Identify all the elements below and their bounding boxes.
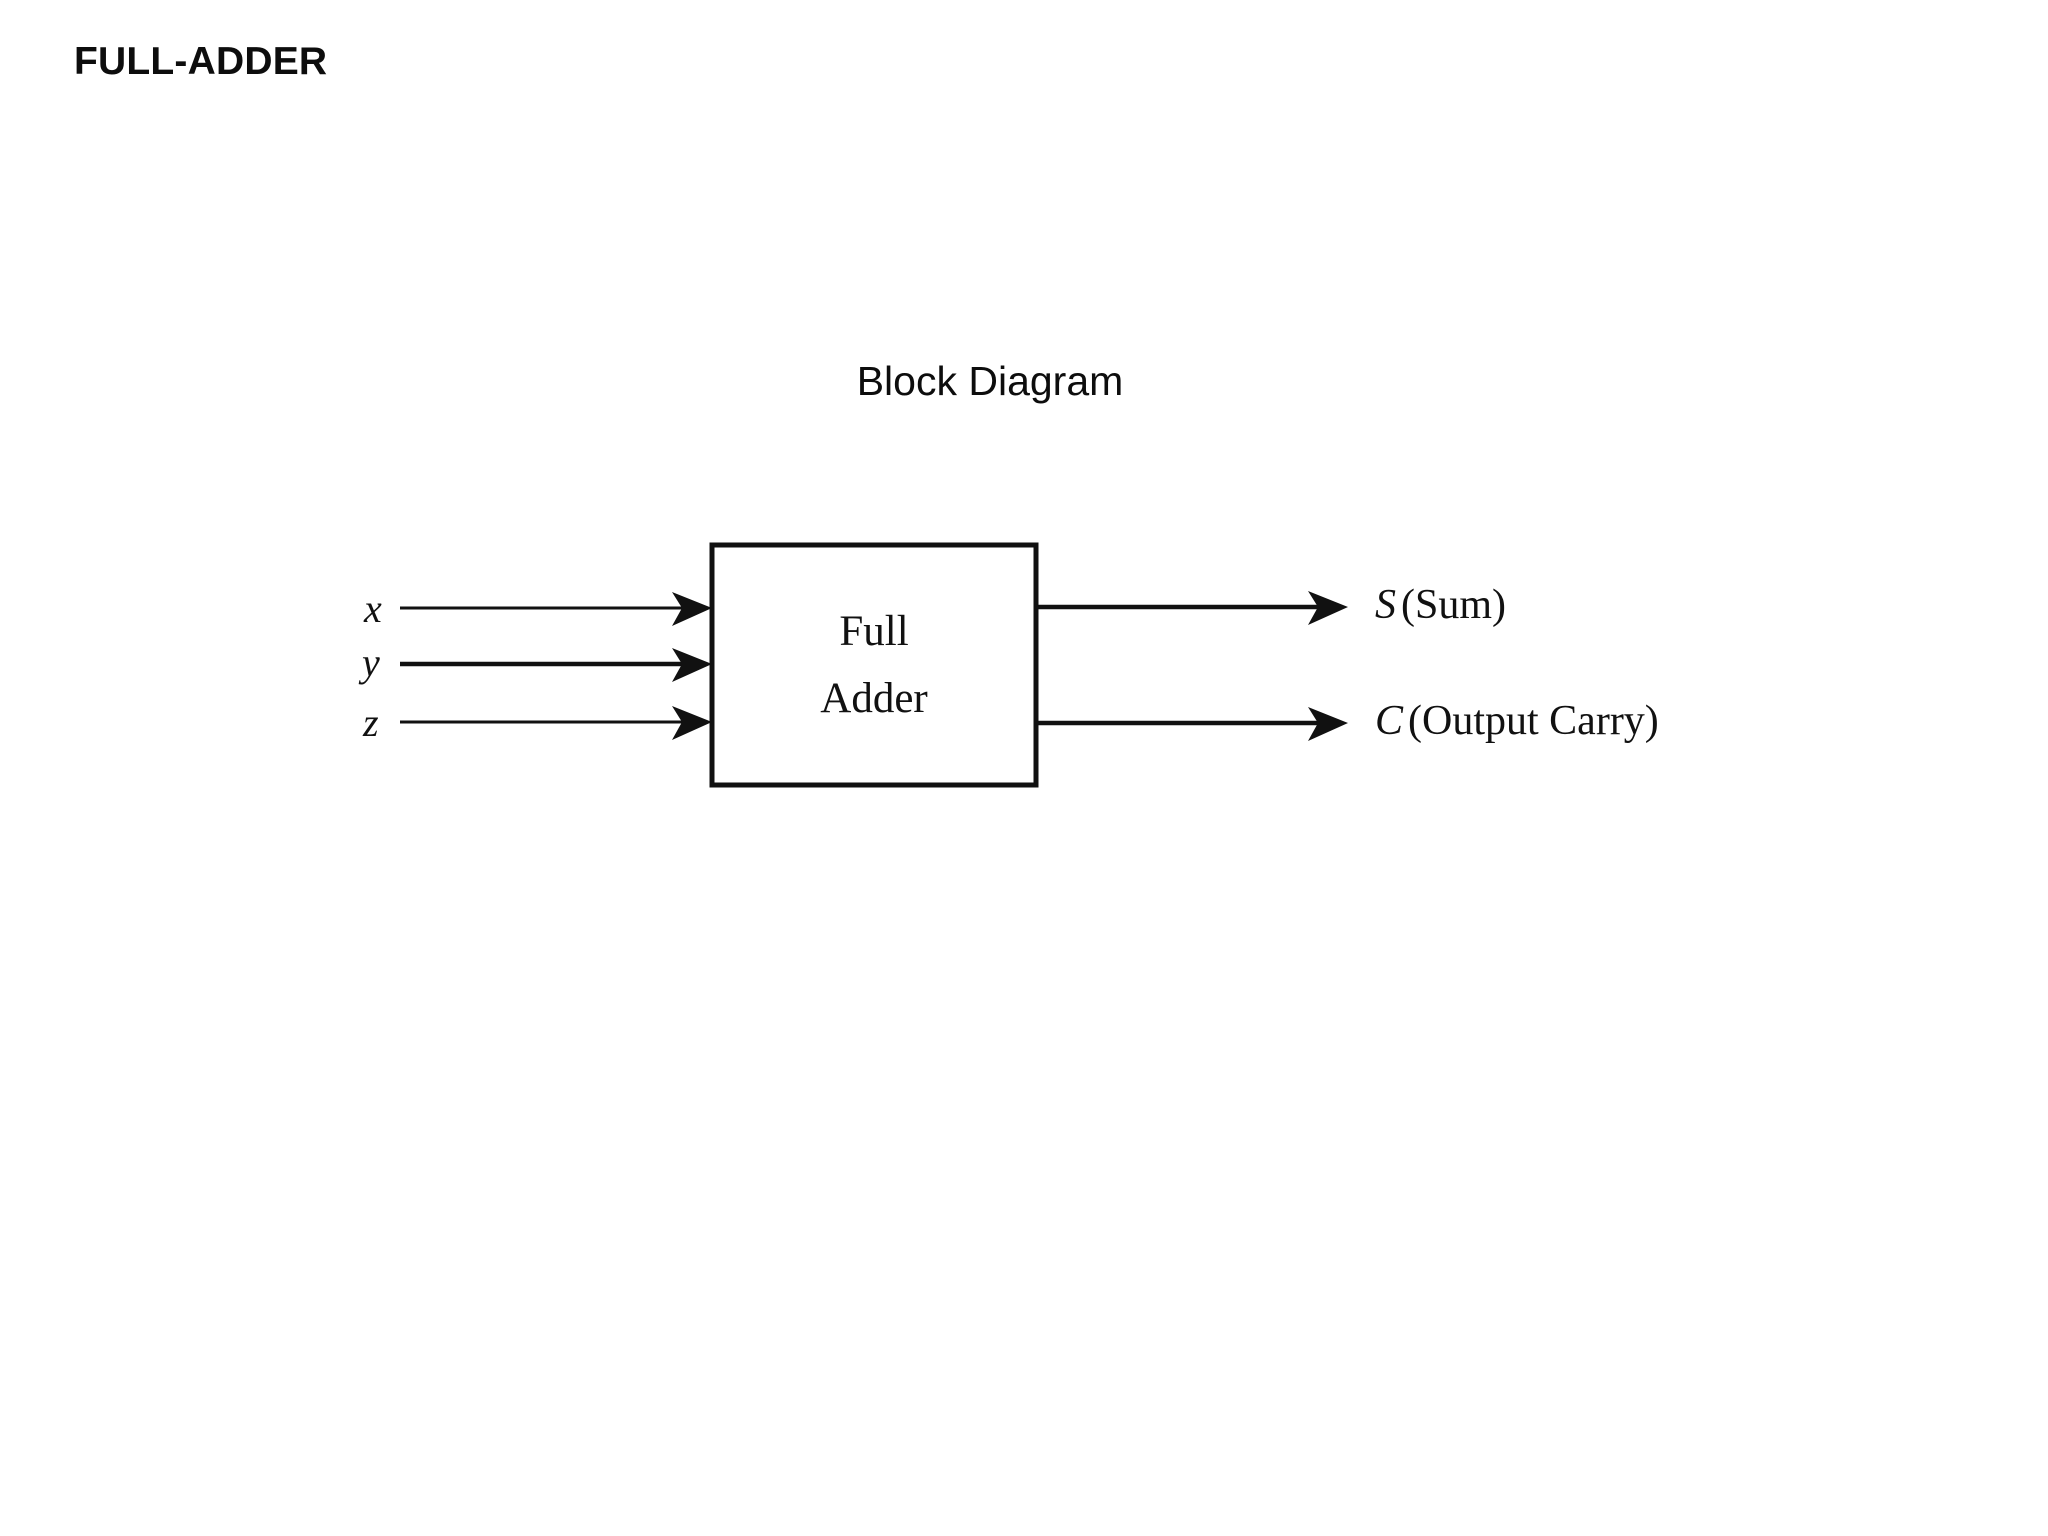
slide-title: FULL-ADDER (74, 40, 328, 83)
output-label-carry: C(Output Carry) (1375, 700, 1659, 742)
input-label-z: z (363, 700, 379, 745)
output-wire-carry (1036, 707, 1348, 741)
input-wire-y (400, 648, 712, 682)
section-caption: Block Diagram (0, 358, 2048, 405)
arrowhead-icon (672, 706, 712, 740)
input-wire-x (400, 592, 712, 626)
input-wire-z (400, 706, 712, 740)
output-symbol-carry: C (1375, 698, 1404, 744)
section-caption-text: Block Diagram (856, 358, 1124, 404)
arrowhead-icon (672, 592, 712, 626)
input-label-x: x (364, 586, 382, 631)
input-label-y: y (362, 640, 380, 685)
full-adder-block (709, 542, 1039, 788)
output-description-carry: (Output Carry) (1408, 698, 1659, 744)
output-symbol-sum: S (1375, 582, 1396, 628)
arrowhead-icon (1308, 707, 1348, 741)
output-description-sum: (Sum) (1401, 582, 1506, 628)
output-wire-sum (1036, 591, 1348, 625)
arrowhead-icon (1308, 591, 1348, 625)
arrowhead-icon (672, 648, 712, 682)
output-label-sum: S(Sum) (1375, 584, 1506, 626)
